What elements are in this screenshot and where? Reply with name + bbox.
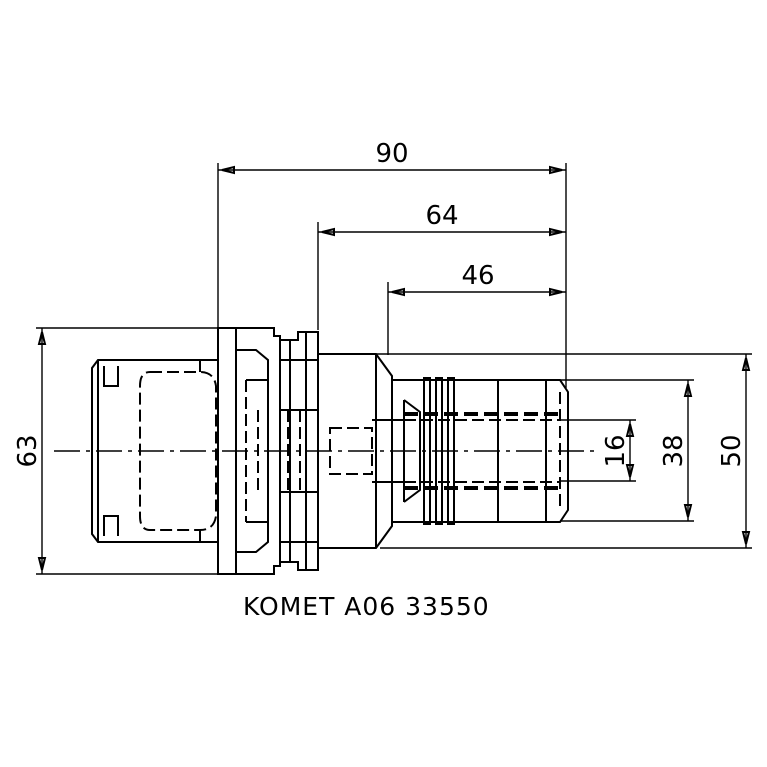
dim-arrows-50 [741, 357, 751, 545]
clamping-nut [392, 377, 569, 525]
dim-text-46: 46 [461, 261, 494, 291]
dim-arrows-38 [683, 383, 693, 518]
hsk-shank [91, 359, 218, 543]
dim-text-38: 38 [659, 434, 689, 467]
dim-arrows-16 [625, 423, 635, 478]
dim-arrows-64 [321, 227, 563, 237]
dim-text-63: 63 [13, 434, 43, 467]
flange [217, 327, 281, 575]
dim-arrows-63 [37, 331, 47, 571]
dim-text-90: 90 [375, 139, 408, 169]
holder-body [318, 353, 404, 549]
part-caption: KOMET A06 33550 [243, 592, 490, 621]
dim-arrows-46 [391, 287, 563, 297]
dim-text-16: 16 [601, 434, 631, 467]
dim-text-50: 50 [717, 434, 747, 467]
collar [280, 331, 319, 571]
dim-text-64: 64 [425, 201, 458, 231]
dim-arrows-90 [221, 165, 563, 175]
